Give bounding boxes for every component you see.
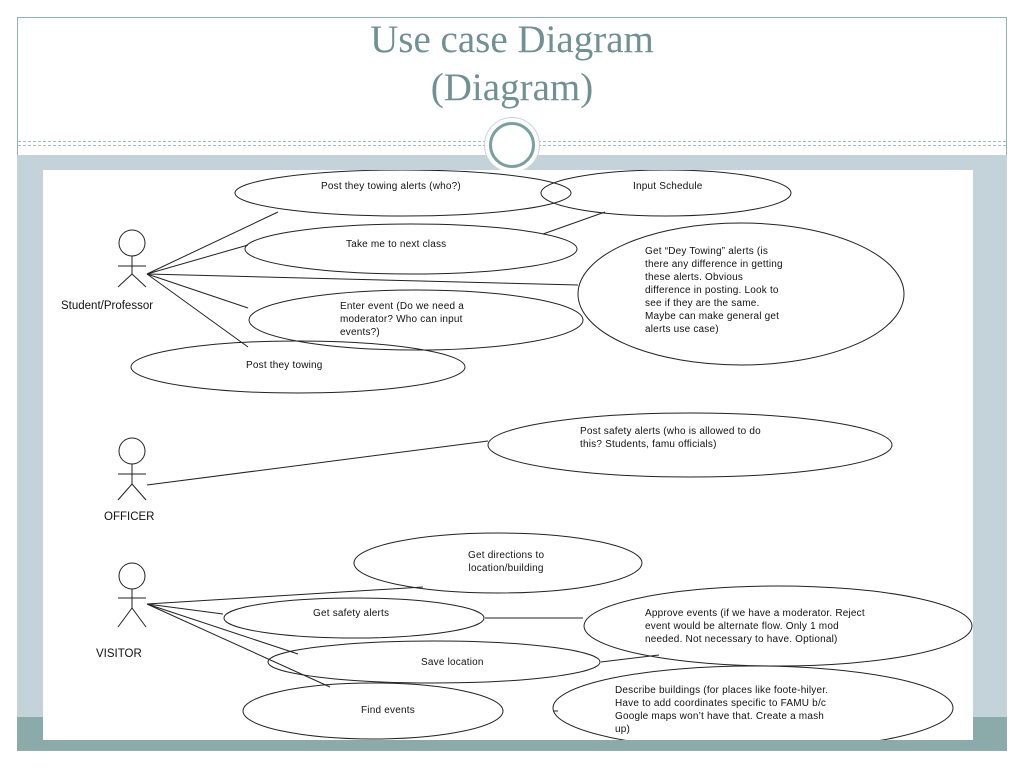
- title-line-2: (Diagram): [430, 66, 594, 109]
- usecase-describe: Describe buildings (for places like foot…: [615, 685, 829, 735]
- usecase-ellipse-dey-towing: [577, 222, 905, 366]
- assoc-visitor-find-events: [146, 603, 331, 688]
- usecase-next-class: Take me to next class: [346, 239, 447, 250]
- usecase-post-towing: Post they towing: [246, 360, 323, 371]
- assoc-visitor-save-location: [146, 603, 299, 655]
- usecase-enter-event: Enter event (Do we need a moderator? Who…: [340, 301, 464, 338]
- usecase-save-location: Save location: [421, 657, 484, 668]
- usecase-ellipse-safety-alerts: [487, 412, 893, 478]
- usecase-input-schedule: Input Schedule: [633, 181, 703, 192]
- assoc-visitor-directions: [146, 586, 424, 605]
- assoc-next-class-input-schedule: [542, 211, 606, 235]
- usecase-post-towing-alerts: Post they towing alerts (who?): [321, 181, 461, 192]
- title-line-1: Use case Diagram: [370, 18, 654, 61]
- usecase-ellipse-save-location: [267, 640, 601, 684]
- assoc-student-post-towing: [146, 273, 249, 348]
- assoc-student-next-class: [146, 244, 249, 275]
- usecase-ellipse-directions: [353, 532, 643, 594]
- assoc-student-post-towing-alerts: [146, 211, 279, 275]
- usecase-ellipse-next-class: [244, 223, 578, 275]
- usecase-ellipse-post-towing: [130, 340, 466, 394]
- assoc-student-enter-event: [146, 273, 249, 309]
- usecase-dey-towing: Get “Dey Towing” alerts (is there any di…: [645, 246, 783, 335]
- usecase-find-events: Find events: [361, 705, 415, 716]
- usecase-ellipse-describe: [552, 665, 954, 740]
- usecase-ellipse-input-schedule: [540, 170, 792, 217]
- usecase-approve: Approve events (if we have a moderator. …: [645, 608, 865, 645]
- assoc-officer-safety-alerts: [146, 440, 489, 486]
- diagram-svg: [117, 170, 973, 740]
- actor-visitor-figure: [117, 562, 147, 628]
- usecase-get-safety: Get safety alerts: [313, 608, 390, 619]
- actor-label-student: Student/Professor: [61, 300, 154, 312]
- usecase-ellipse-get-safety: [223, 597, 485, 639]
- diagram-canvas: Student/Professor OFFICER VISITOR Post t…: [43, 170, 973, 740]
- usecase-ellipse-find-events: [242, 682, 504, 740]
- usecase-safety-alerts: Post safety alerts (who is allowed to do…: [580, 426, 761, 450]
- actor-officer-figure: [117, 437, 147, 501]
- assoc-student-dey-towing: [146, 273, 579, 286]
- actor-label-visitor: VISITOR: [96, 648, 142, 660]
- usecase-ellipse-enter-event: [248, 289, 584, 351]
- actor-label-officer: OFFICER: [104, 511, 155, 523]
- assoc-visitor-get-safety: [146, 603, 224, 615]
- usecase-ellipse-post-towing-alerts: [234, 170, 572, 217]
- slide-title: Use case Diagram (Diagram): [0, 16, 1024, 112]
- ornament-circle-icon: [489, 122, 535, 168]
- usecase-directions: Get directions to location/building: [468, 550, 545, 574]
- actor-student-figure: [117, 229, 147, 288]
